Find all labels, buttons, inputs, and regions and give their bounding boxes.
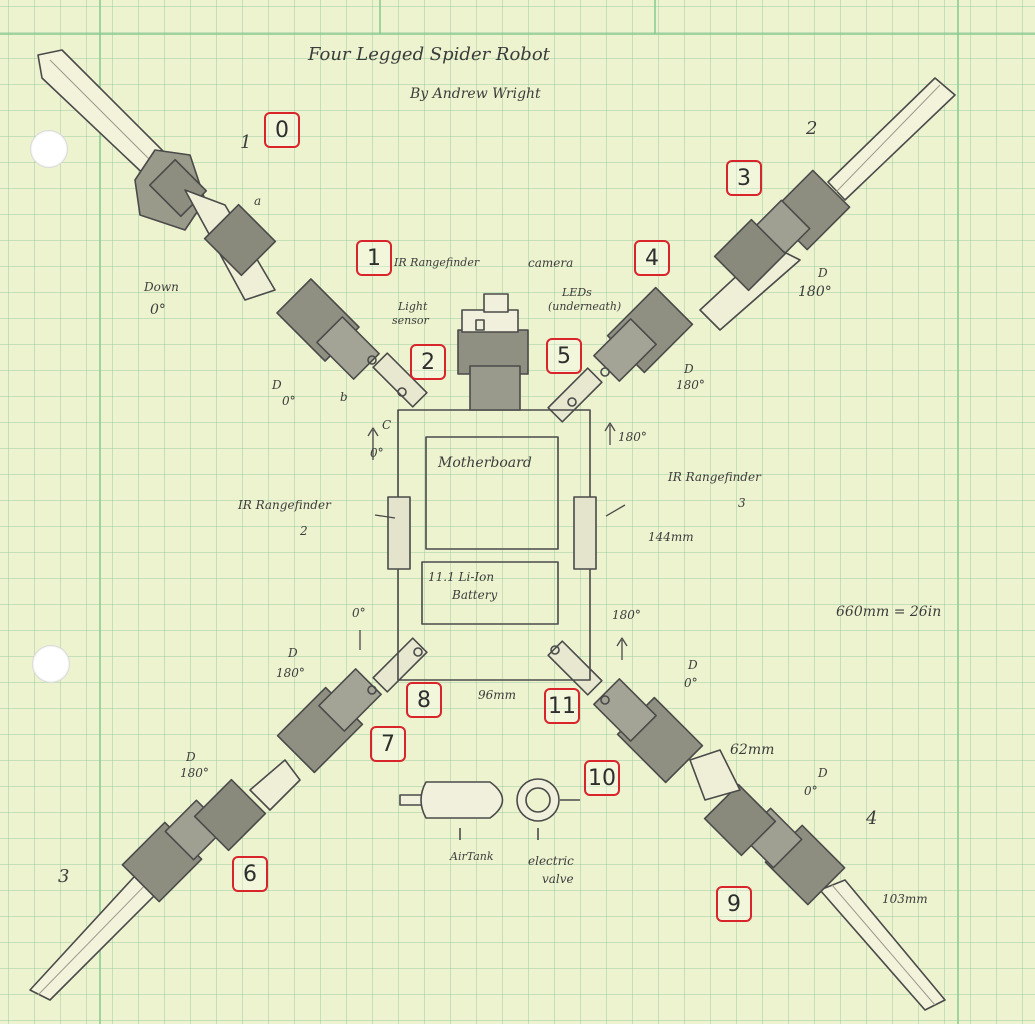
- angle-zero-hip1: 0°: [370, 446, 384, 460]
- angle-zero-leg1: 0°: [150, 302, 166, 318]
- motherboard-label: Motherboard: [438, 455, 532, 471]
- angle-180-knee3: 180°: [276, 666, 305, 680]
- servo-id-2: 2: [410, 344, 446, 380]
- binder-hole-top: [30, 130, 68, 168]
- ir-right-label: IR Rangefinder: [668, 470, 761, 484]
- angle-zero-hip3: 0°: [352, 606, 366, 620]
- ir-left-number: 2: [300, 524, 308, 538]
- angle-d-leg3: D: [186, 750, 196, 764]
- angle-180-hip4: 180°: [612, 608, 641, 622]
- leg-bottom-right: [547, 640, 946, 1011]
- binder-hole-bottom: [32, 645, 70, 683]
- ir-front-label: IR Rangefinder: [394, 256, 480, 269]
- motherboard-outline: [425, 436, 559, 550]
- span-dimension: 660mm = 26in: [836, 604, 942, 620]
- angle-d-knee3: D: [288, 646, 298, 660]
- angle-zero-leg4: 0°: [804, 784, 818, 798]
- angle-d-leg2: D: [818, 266, 828, 280]
- angle-zero-knee4: 0°: [684, 676, 698, 690]
- leds-label: LEDs: [562, 286, 592, 299]
- servo-id-5: 5: [546, 338, 582, 374]
- servo-id-11: 11: [544, 688, 580, 724]
- camera-label: camera: [528, 256, 574, 270]
- width-dimension: 96mm: [478, 688, 517, 702]
- servo-id-4: 4: [634, 240, 670, 276]
- joint-letter-a: a: [254, 194, 262, 208]
- angle-180-leg3: 180°: [180, 766, 209, 780]
- angle-d-leg1: D: [272, 378, 282, 392]
- length-dimension: 144mm: [648, 530, 694, 544]
- ir-right-number: 3: [738, 496, 746, 510]
- ir-left-label: IR Rangefinder: [238, 498, 331, 512]
- servo-id-0: 0: [264, 112, 300, 148]
- author-credit: By Andrew Wright: [410, 86, 541, 102]
- leg-number-3: 3: [58, 866, 70, 887]
- robot-body: [387, 293, 597, 681]
- leg-number-4: 4: [866, 808, 878, 829]
- ir-sensor-right: [573, 496, 597, 570]
- angle-d-knee2: D: [684, 362, 694, 376]
- air-tank-label: AirTank: [450, 850, 494, 863]
- joint-letter-c: C: [382, 418, 392, 432]
- leg-bottom-left: [29, 637, 428, 1001]
- leds-sub-label: (underneath): [548, 300, 622, 313]
- electric-valve-label-1: electric: [528, 854, 574, 868]
- servo-id-1: 1: [356, 240, 392, 276]
- segment-dimension: 62mm: [730, 742, 775, 758]
- angle-180-leg2: 180°: [798, 284, 832, 300]
- leg-number-2: 2: [806, 118, 818, 139]
- servo-id-8: 8: [406, 682, 442, 718]
- angle-180-knee2: 180°: [676, 378, 705, 392]
- servo-id-3: 3: [726, 160, 762, 196]
- servo-id-6: 6: [232, 856, 268, 892]
- servo-id-9: 9: [716, 886, 752, 922]
- servo-id-10: 10: [584, 760, 620, 796]
- leg-number-1: 1: [240, 132, 252, 153]
- leg-top-left: [37, 49, 428, 408]
- servo-id-7: 7: [370, 726, 406, 762]
- angle-d-knee4: D: [688, 658, 698, 672]
- angle-zero-knee1: 0°: [282, 394, 296, 408]
- down-label: Down: [144, 280, 179, 294]
- angle-d-leg4: D: [818, 766, 828, 780]
- battery-outline: [421, 561, 559, 625]
- leg-top-right: [547, 77, 956, 423]
- foot-dimension: 103mm: [882, 892, 928, 906]
- joint-letter-b: b: [340, 390, 348, 404]
- electric-valve-label-2: valve: [542, 872, 574, 886]
- drawing-title: Four Legged Spider Robot: [308, 44, 550, 65]
- light-sensor-label-2: sensor: [392, 314, 429, 327]
- light-sensor-label-1: Light: [398, 300, 428, 313]
- battery-label-line2: Battery: [452, 588, 498, 602]
- battery-label-line1: 11.1 Li-Ion: [428, 570, 495, 584]
- angle-180-hip2: 180°: [618, 430, 647, 444]
- air-tank-assembly: [399, 778, 580, 840]
- ir-sensor-left: [387, 496, 411, 570]
